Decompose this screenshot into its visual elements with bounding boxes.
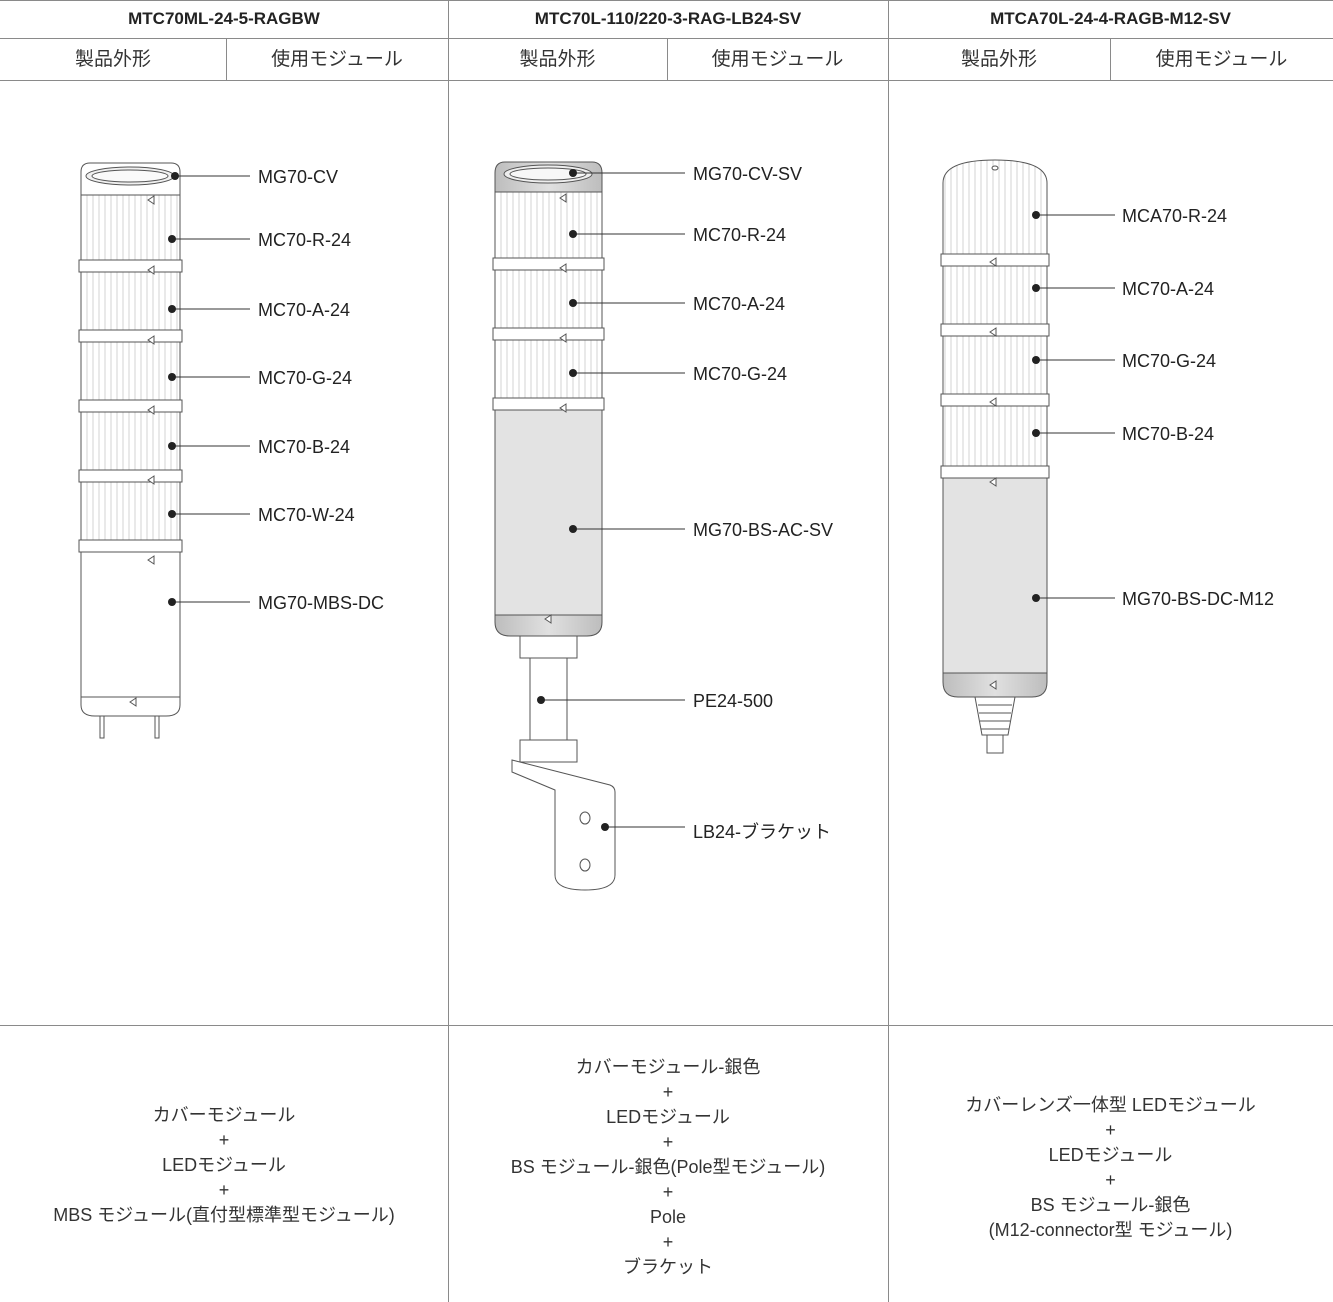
description-line: BS モジュール-銀色(Pole型モジュール) [510, 1157, 826, 1177]
description-line: ブラケット [623, 1257, 713, 1277]
description-1: カバーモジュール + LEDモジュール + MBS モジュール(直付型標準型モジ… [0, 1103, 448, 1228]
subheader-row-border [0, 80, 1333, 81]
description-3: カバーレンズ一体型 LEDモジュール + LEDモジュール + BS モジュール… [888, 1093, 1333, 1243]
module-label: MG70-CV-SV [693, 164, 803, 184]
table-top-border [0, 0, 1333, 1]
subheader-divider-2 [667, 38, 668, 80]
model-title-2: MTC70L-110/220-3-RAG-LB24-SV [534, 9, 802, 28]
description-line: LEDモジュール [1048, 1145, 1173, 1165]
description-line: (M12-connector型 モジュール) [988, 1220, 1233, 1240]
module-label: MC70-W-24 [258, 505, 355, 525]
drawing-row-border [0, 1025, 1333, 1026]
description-line: + [1105, 1120, 1116, 1140]
module-label: MC70-A-24 [258, 300, 351, 320]
description-line: BS モジュール-銀色 [1030, 1195, 1191, 1215]
subheader-divider-3 [1110, 38, 1111, 80]
description-2: カバーモジュール-銀色 + LEDモジュール + BS モジュール-銀色(Pol… [448, 1055, 888, 1280]
tower-2-dots [537, 169, 609, 831]
description-line: + [662, 1132, 674, 1152]
tower-3-drawing [940, 159, 1050, 754]
description-line: + [662, 1082, 674, 1102]
tower-2-drawing [492, 161, 616, 891]
tower-1-leaders [172, 175, 250, 603]
module-label: MC70-B-24 [1122, 424, 1215, 444]
header-modules-3: 使用モジュール [1155, 49, 1288, 70]
column-divider-2 [888, 0, 889, 1302]
description-line: + [218, 1130, 230, 1150]
description-line: LEDモジュール [606, 1107, 730, 1127]
module-label: MC70-R-24 [693, 225, 787, 245]
header-product-shape-2: 製品外形 [519, 49, 596, 70]
module-label: PE24-500 [693, 691, 774, 711]
module-label: MC70-A-24 [693, 294, 786, 314]
module-label: MG70-BS-AC-SV [693, 520, 834, 540]
tower-3-leaders [1036, 214, 1115, 599]
module-label: MCA70-R-24 [1122, 206, 1228, 226]
header-modules-1: 使用モジュール [271, 49, 403, 70]
description-line: + [1105, 1170, 1116, 1190]
header-product-shape-1: 製品外形 [74, 49, 151, 70]
tower-2-leaders [541, 172, 685, 828]
description-line: カバーモジュール-銀色 [575, 1057, 761, 1077]
module-label: MG70-BS-DC-M12 [1122, 589, 1275, 609]
column-divider-1 [448, 0, 449, 1302]
module-label: MC70-G-24 [1122, 351, 1217, 371]
module-label: MC70-G-24 [258, 368, 353, 388]
module-label: MC70-B-24 [258, 437, 351, 457]
tower-1-dots [168, 172, 179, 606]
description-line: + [662, 1182, 674, 1202]
module-label: MC70-R-24 [258, 230, 352, 250]
module-label: MC70-A-24 [1122, 279, 1215, 299]
description-line: + [662, 1232, 674, 1252]
module-label: MC70-G-24 [693, 364, 788, 384]
description-line: カバーレンズ一体型 LEDモジュール [965, 1095, 1256, 1115]
tower-1-drawing [78, 162, 183, 739]
model-title-3: MTCA70L-24-4-RAGB-M12-SV [990, 9, 1231, 28]
module-label: LB24-ブラケット [693, 822, 832, 842]
module-label: MG70-MBS-DC [258, 593, 385, 613]
description-line: LEDモジュール [162, 1155, 286, 1175]
module-label: MG70-CV [258, 167, 339, 187]
model-title-1: MTC70ML-24-5-RAGBW [128, 9, 320, 28]
description-line: MBS モジュール(直付型標準型モジュール) [53, 1205, 395, 1225]
description-line: カバーモジュール [152, 1105, 296, 1125]
subheader-divider-1 [226, 38, 227, 80]
title-row-border [0, 38, 1333, 39]
header-product-shape-3: 製品外形 [960, 49, 1037, 70]
tower-3-dots [1032, 211, 1040, 602]
description-line: + [218, 1180, 230, 1200]
description-line: Pole [649, 1207, 687, 1227]
header-modules-2: 使用モジュール [711, 49, 844, 70]
